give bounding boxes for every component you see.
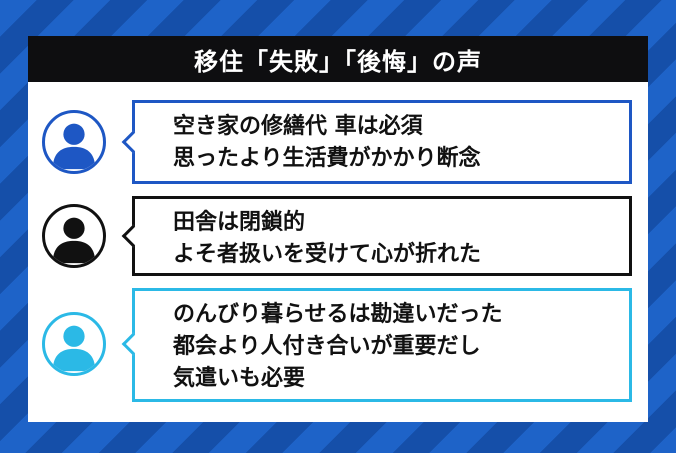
voice-line: 気遣いも必要 xyxy=(173,366,306,391)
voice-line: 空き家の修繕代 車は必須 xyxy=(173,114,423,139)
panel-title: 移住「失敗」「後悔」の声 xyxy=(28,36,648,82)
person-icon xyxy=(42,312,106,376)
person-icon xyxy=(42,110,106,174)
speech-bubble: のんびり暮らせるは勘違いだった 都会より人付き合いが重要だし 気遣いも必要 xyxy=(132,288,632,402)
voice-line: のんびり暮らせるは勘違いだった xyxy=(173,302,503,327)
person-icon xyxy=(42,204,106,268)
speech-bubble: 田舎は閉鎖的 よそ者扱いを受けて心が折れた xyxy=(132,196,632,276)
voice-line: 田舎は閉鎖的 xyxy=(173,210,306,235)
voice-line: 都会より人付き合いが重要だし xyxy=(173,334,481,359)
voice-line: よそ者扱いを受けて心が折れた xyxy=(173,242,482,267)
voice-line: 思ったより生活費がかかり断念 xyxy=(173,146,481,171)
speech-bubble: 空き家の修繕代 車は必須 思ったより生活費がかかり断念 xyxy=(132,100,632,184)
